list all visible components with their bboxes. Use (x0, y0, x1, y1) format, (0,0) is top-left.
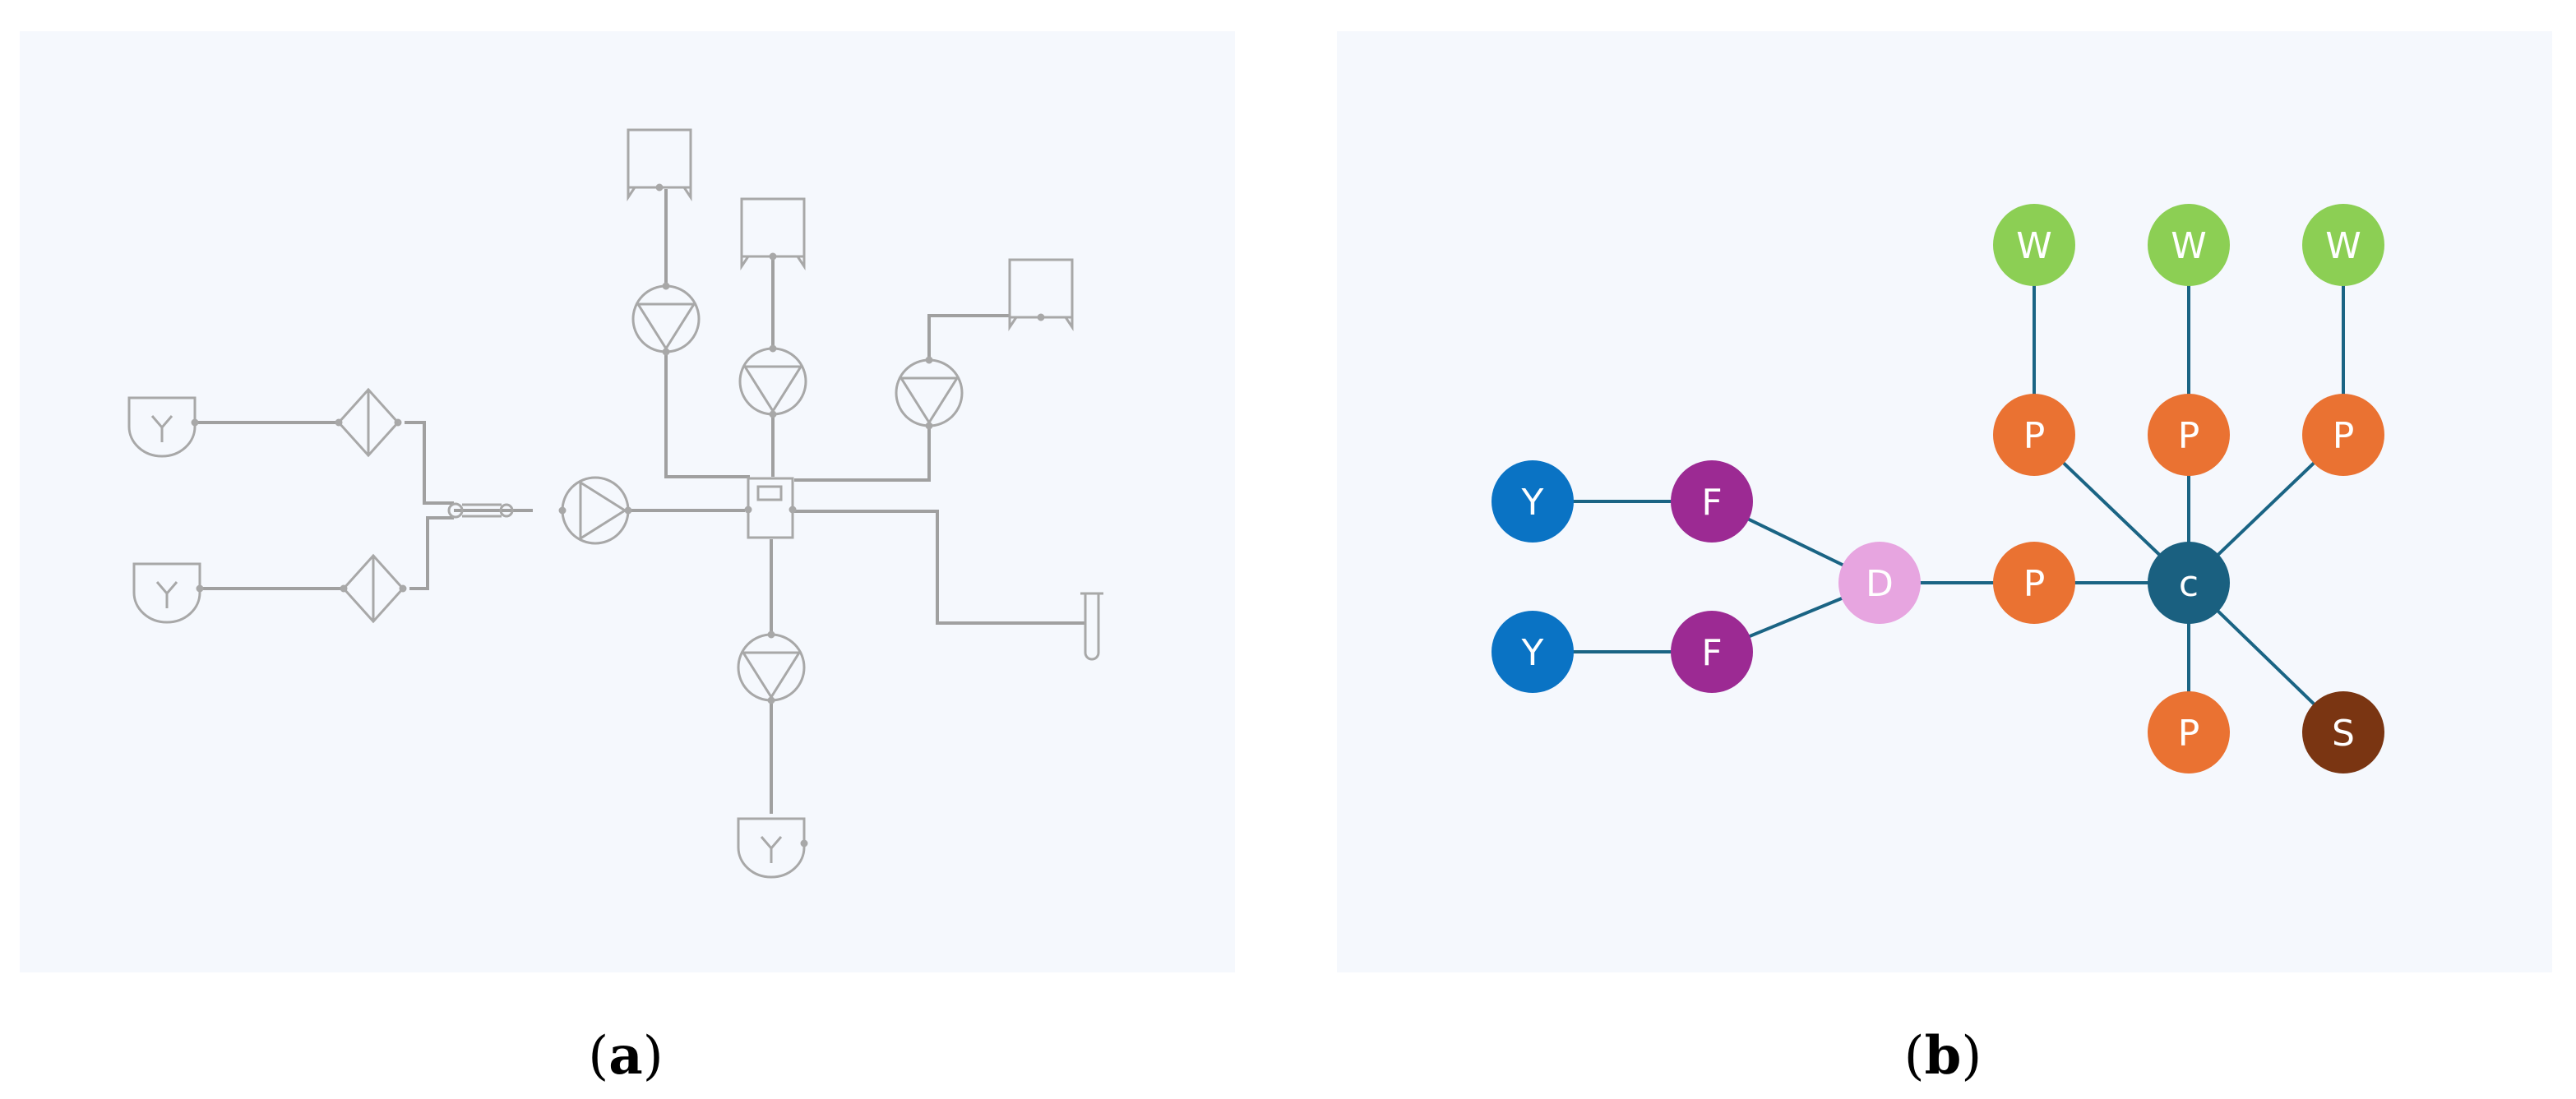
graph-node-p3: P (2302, 394, 2384, 476)
graph-node-label: W (2016, 225, 2052, 267)
panel-a-caption: (a) (588, 1025, 663, 1087)
pipe (794, 426, 931, 482)
graph-node-circle (1491, 460, 1574, 543)
pid-diagram (127, 128, 1103, 879)
graph-node-circle (2302, 204, 2384, 286)
graph-node-p1: P (1993, 394, 2075, 476)
graph-node-circle (1491, 611, 1574, 693)
test-tube-icon (1080, 592, 1103, 661)
graph-node-circle (1838, 542, 1921, 624)
graph-node-p4: P (2148, 691, 2230, 773)
graph-node-w3: W (2302, 204, 2384, 286)
graph-node-circle (1993, 542, 2075, 624)
graph-node-label: Y (1521, 482, 1544, 524)
graph-node-f1: F (1671, 460, 1753, 543)
graph-node-circle (2148, 542, 2230, 624)
graph-node-circle (2148, 394, 2230, 476)
graph-node-label: W (2325, 225, 2361, 267)
graph-node-label: P (2023, 415, 2046, 457)
graph-node-s: S (2302, 691, 2384, 773)
pipe (794, 510, 1085, 625)
graph-node-w2: W (2148, 204, 2230, 286)
graph-node-c: c (2148, 542, 2230, 624)
graph-node-circle (1993, 204, 2075, 286)
panel-b-caption: (b) (1904, 1025, 1982, 1087)
panel-a: (a) (20, 31, 1235, 1087)
mixer-icon (744, 477, 797, 539)
graph-node-f2: F (1671, 611, 1753, 693)
graph-node-circle (2148, 204, 2230, 286)
graph-node-p2: P (2148, 394, 2230, 476)
graph-node-circle (1993, 394, 2075, 476)
pipe (409, 516, 454, 590)
graph-node-circle (1671, 611, 1753, 693)
graph-node-w1: W (1993, 204, 2075, 286)
graph-node-circle (2302, 394, 2384, 476)
pipe (405, 421, 454, 505)
graph-node-label: P (2333, 415, 2355, 457)
graph-node-label: P (2023, 563, 2046, 605)
graph-node-p0: P (1993, 542, 2075, 624)
graph-node-label: P (2178, 713, 2200, 755)
graph-node-label: F (1701, 482, 1722, 524)
valve-icon (447, 502, 514, 519)
graph-node-circle (2302, 691, 2384, 773)
graph-node-y1: Y (1491, 460, 1574, 543)
graph-node-label: S (2332, 713, 2355, 755)
graph-node-label: Y (1521, 632, 1544, 674)
graph-node-label: P (2178, 415, 2200, 457)
graph-node-circle (2148, 691, 2230, 773)
graph-node-label: W (2171, 225, 2207, 267)
pipe (927, 314, 1010, 360)
graph-node-y2: Y (1491, 611, 1574, 693)
pipe (664, 352, 750, 478)
graph-node-label: F (1701, 632, 1722, 674)
graph-node-d: D (1838, 542, 1921, 624)
graph-node-label: c (2179, 563, 2199, 605)
graph-node-circle (1671, 460, 1753, 543)
graph-node-label: D (1866, 563, 1894, 605)
